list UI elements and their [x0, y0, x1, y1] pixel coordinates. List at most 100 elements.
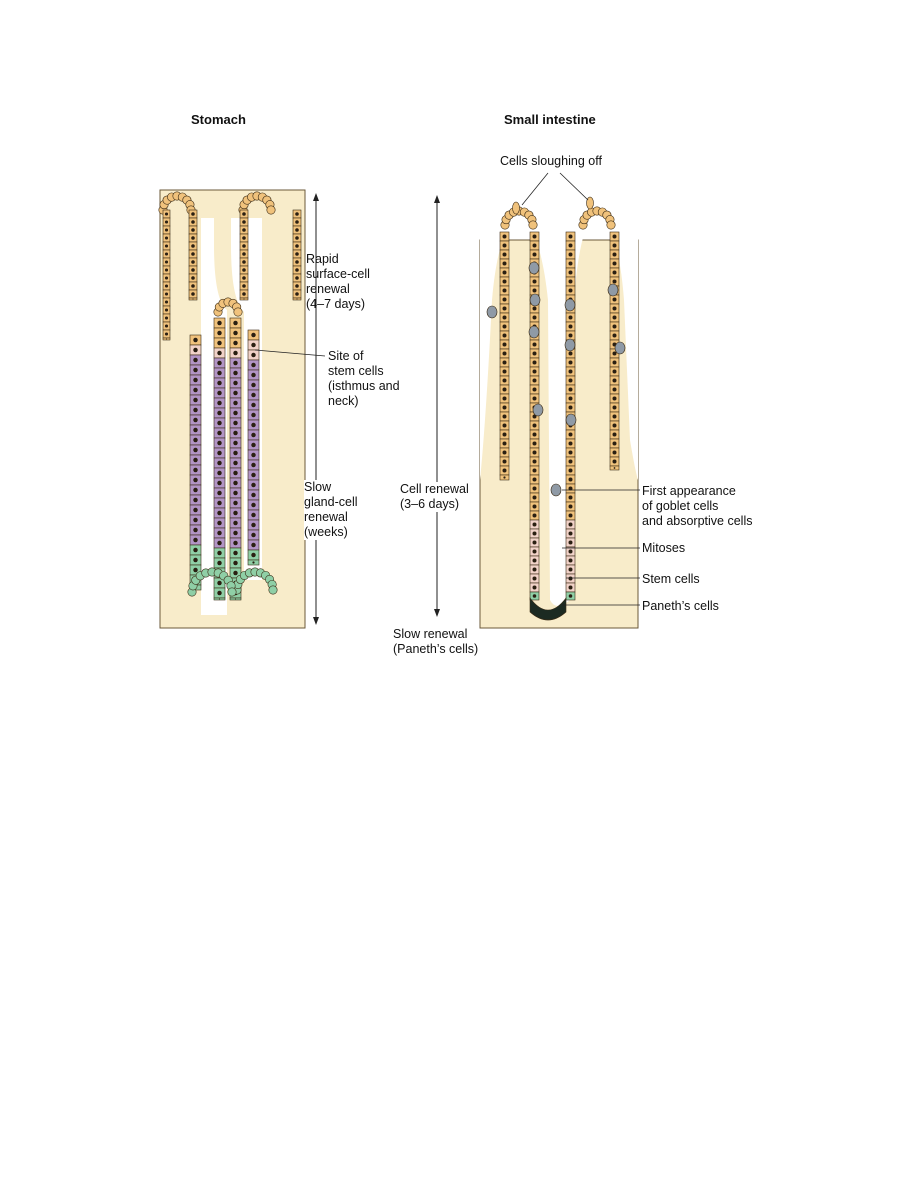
cell-nucleus [193, 468, 197, 472]
cell-nucleus [569, 505, 573, 509]
goblet-cell [551, 484, 561, 496]
label-line: gland-cell [304, 495, 358, 510]
cell-nucleus [569, 379, 573, 383]
cell-nucleus [166, 339, 167, 340]
cell-nucleus [295, 284, 299, 288]
cell-nucleus [251, 373, 255, 377]
cell-nucleus [533, 253, 537, 257]
cell-nucleus [295, 276, 299, 280]
arrow-head-down-icon [434, 609, 440, 617]
cell-nucleus [569, 541, 573, 545]
cell-nucleus [233, 391, 237, 395]
label-line: neck) [328, 394, 400, 409]
cell-nucleus [613, 307, 617, 311]
label-line: stem cells [328, 364, 400, 379]
cell-nucleus [193, 508, 197, 512]
cell-nucleus [242, 252, 246, 256]
cell-nucleus [533, 343, 537, 347]
cell-nucleus [533, 370, 537, 374]
cell-nucleus [165, 260, 168, 263]
cell-nucleus [569, 235, 573, 239]
cell-nucleus [503, 433, 507, 437]
cell-nucleus [533, 442, 537, 446]
cell-nucleus [569, 289, 573, 293]
cell-nucleus [503, 280, 507, 284]
cell-nucleus [503, 307, 507, 311]
cell-nucleus [569, 406, 573, 410]
cell-nucleus [569, 316, 573, 320]
paneth-cells-label: Paneth’s cells [642, 599, 719, 614]
cell-nucleus [165, 300, 168, 303]
cell-nucleus [233, 571, 237, 575]
cell-nucleus [569, 370, 573, 374]
cell-nucleus [251, 383, 255, 387]
cell-nucleus [533, 307, 537, 311]
surface-cell [234, 308, 242, 316]
cell-nucleus [193, 368, 197, 372]
cell-nucleus [569, 433, 573, 437]
cell-nucleus [217, 591, 221, 595]
cell-nucleus [217, 431, 221, 435]
cell-nucleus [569, 397, 573, 401]
cell-nucleus [193, 418, 197, 422]
stem-site-label: Site of stem cells (isthmus and neck) [328, 349, 400, 409]
label-line: (Paneth’s cells) [393, 642, 478, 657]
cell-nucleus [533, 280, 537, 284]
cell-nucleus [217, 381, 221, 385]
cell-nucleus [613, 442, 617, 446]
cell-nucleus [193, 538, 197, 542]
cell-nucleus [235, 599, 236, 600]
cell-nucleus [251, 513, 255, 517]
cell-nucleus [613, 379, 617, 383]
cell-nucleus [193, 358, 197, 362]
cell-nucleus [613, 388, 617, 392]
cell-nucleus [569, 334, 573, 338]
cell-nucleus [191, 268, 195, 272]
cell-nucleus [503, 406, 507, 410]
cell-nucleus [569, 325, 573, 329]
cell-nucleus [613, 271, 617, 275]
cell-nucleus [242, 244, 246, 248]
cell-nucleus [233, 381, 237, 385]
surface-cell [269, 586, 277, 594]
cell-nucleus [569, 280, 573, 284]
cell-nucleus [165, 212, 168, 215]
label-line: (3–6 days) [400, 497, 469, 512]
cell-nucleus [193, 448, 197, 452]
cell-nucleus [242, 236, 246, 240]
cell-nucleus [217, 451, 221, 455]
cell-nucleus [217, 511, 221, 515]
cell-nucleus [233, 421, 237, 425]
cell-nucleus [191, 236, 195, 240]
sloughing-cell [513, 202, 520, 214]
cell-nucleus [165, 228, 168, 231]
cell-nucleus [503, 379, 507, 383]
cell-nucleus [242, 292, 246, 296]
cell-nucleus [613, 370, 617, 374]
cell-nucleus [569, 559, 573, 563]
cell-nucleus [569, 451, 573, 455]
cell-nucleus [503, 244, 507, 248]
label-line: of goblet cells [642, 499, 752, 514]
goblet-absorptive-label: First appearance of goblet cells and abs… [642, 484, 752, 529]
cell-nucleus [217, 331, 221, 335]
cell-nucleus [533, 244, 537, 248]
cell-nucleus [217, 581, 221, 585]
cell-nucleus [613, 406, 617, 410]
cell-nucleus [614, 467, 616, 469]
cell-nucleus [233, 521, 237, 525]
cell-nucleus [569, 253, 573, 257]
cell-nucleus [165, 252, 168, 255]
rapid-renewal-label: Rapid surface-cell renewal (4–7 days) [306, 252, 370, 312]
cell-nucleus [191, 244, 195, 248]
cell-nucleus [533, 316, 537, 320]
surface-cell [529, 221, 537, 229]
cell-nucleus [165, 292, 168, 295]
cell-nucleus [242, 268, 246, 272]
cell-nucleus [217, 521, 221, 525]
cell-nucleus [251, 433, 255, 437]
label-line: surface-cell [306, 267, 370, 282]
cell-nucleus [569, 244, 573, 248]
cell-nucleus [613, 253, 617, 257]
cell-nucleus [217, 341, 221, 345]
